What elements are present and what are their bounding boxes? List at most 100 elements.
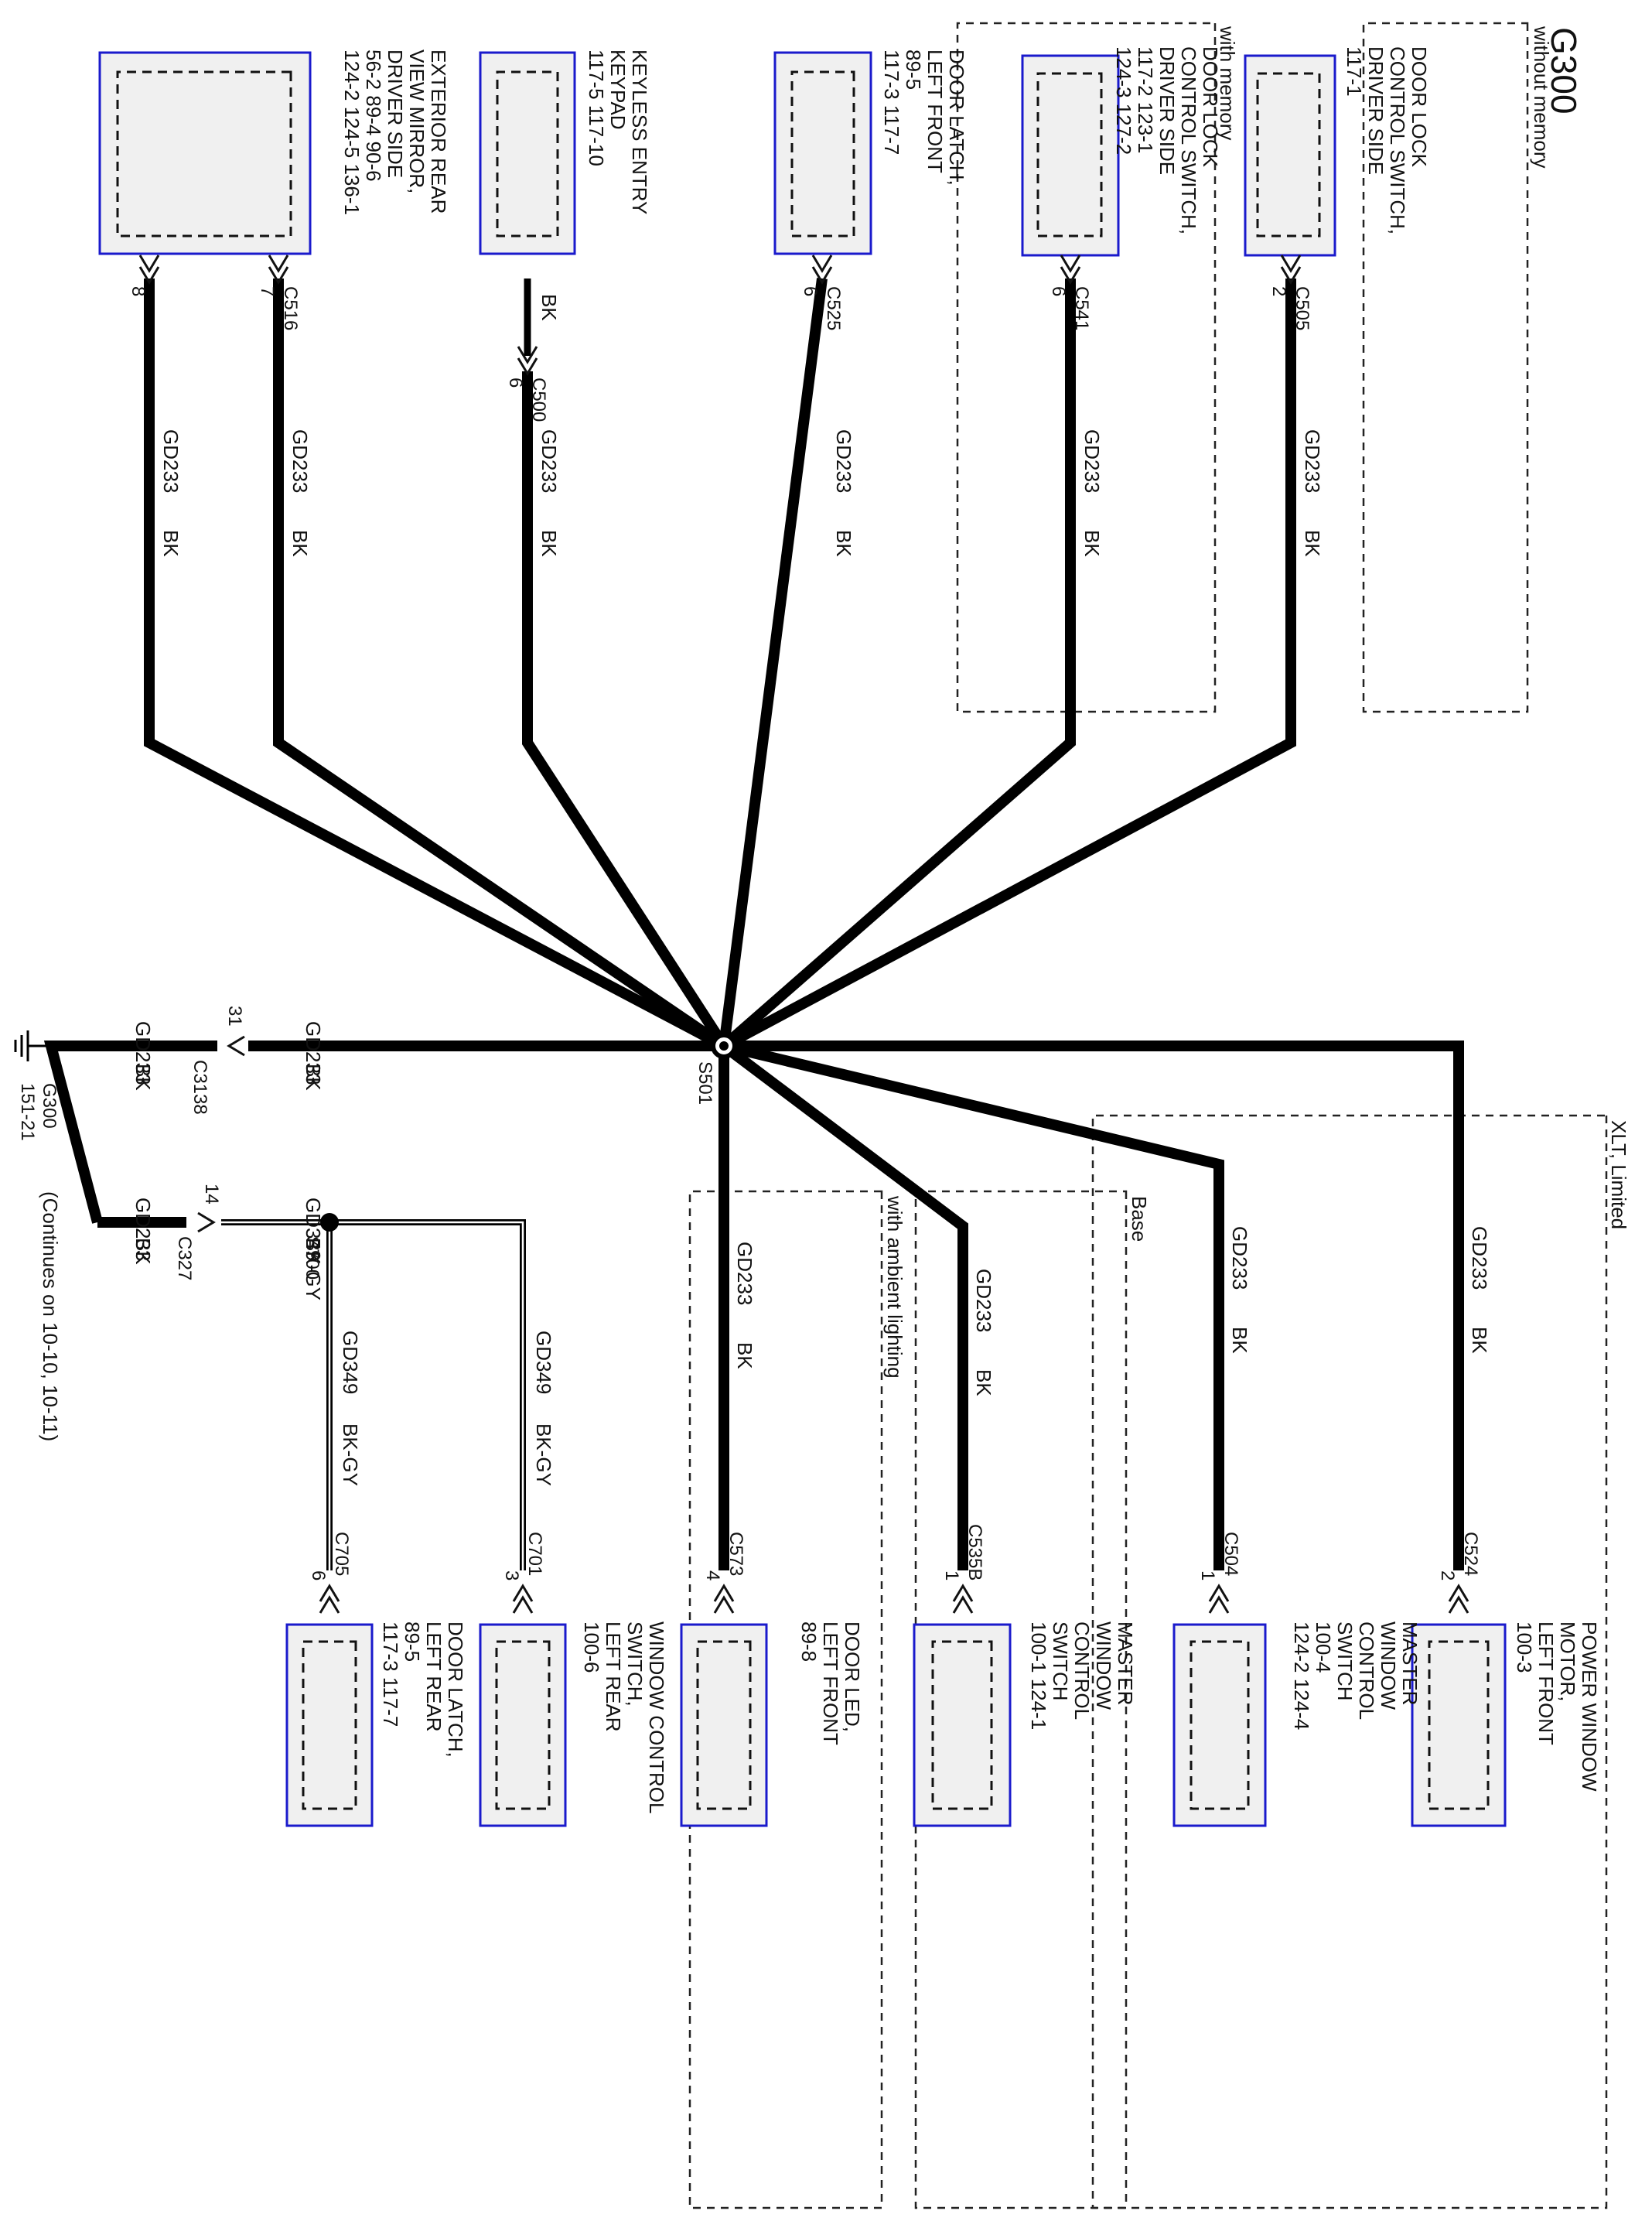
label-line: DOOR LOCK [1199,46,1222,168]
connector-c504-name: C504 [1220,1532,1241,1576]
connector-c535b-name: C535B [964,1524,985,1580]
connector-c3138-pin: 31 [224,1006,245,1027]
label-line: 89-5 [902,50,925,90]
wire-c516-7-s501 [273,278,727,1051]
connector-c504-pin: 1 [1197,1570,1218,1580]
wire-label: BK [538,530,561,557]
wire-label: GD233 [288,429,312,493]
wire-label: GD233 [131,1021,155,1085]
component-master-window-switch-xlt: MASTER WINDOW CONTROL SWITCH 100-4 124-2… [1172,1621,1422,1827]
connector-c524-name: C524 [1460,1532,1481,1576]
connector-c327-arrow [197,1211,216,1233]
group-label-without-memory: without memory [1530,26,1553,169]
label-line: SWITCH [1333,1621,1357,1701]
wire-label: BK [832,530,855,557]
wire-label: GD233 [1468,1226,1491,1290]
label-line: CONTROL [1355,1621,1378,1720]
label-line: CONTROL SWITCH, [1386,46,1409,234]
connector-c327-name: C327 [174,1236,195,1280]
label-line: LEFT FRONT [819,1621,842,1745]
wire-label: GD233 [302,1021,325,1085]
connector-c535b-arrow [952,1584,974,1614]
wire-c516-8-s501 [144,278,727,1051]
connector-arrows [138,255,1469,1614]
component-door-lock-no-memory: DOOR LOCK CONTROL SWITCH, DRIVER SIDE 11… [1244,46,1431,257]
ground-continues-note: (Continues on 10-10, 10-11) [39,1191,62,1441]
label-line: WINDOW [1092,1621,1115,1710]
wire-s501-c504 [722,1041,1224,1570]
connector-c516-pin-a: 7 [257,286,278,296]
label-line: LEFT REAR [422,1621,445,1732]
connector-c701-arrow [512,1584,534,1614]
wire-labels-lower: GD233 BK GD233 BK GD233 BK GD233 BK GD34… [131,1021,1491,1486]
connector-c705-pin: 6 [308,1570,329,1580]
label-line: WINDOW [1377,1621,1400,1710]
label-line: POWER WINDOW [1578,1621,1601,1792]
connector-c541-name: C541 [1071,286,1092,330]
label-line: 124-3 127-2 [1112,46,1135,155]
splice-s501-dot [719,1041,729,1051]
ground-name: G300 [39,1083,60,1129]
upper-wires [144,278,1296,1051]
label-line: KEYPAD [606,50,630,130]
label-line: 117-5 117-10 [585,50,608,166]
connector-c535b-pin: 1 [941,1570,962,1580]
wire-label: BK [733,1342,756,1369]
component-door-latch-left-front: DOOR LATCH, LEFT FRONT 89-5 117-3 117-7 [773,50,968,255]
label-line: 100-3 [1513,1621,1536,1673]
label-line: 124-2 124-4 [1290,1621,1313,1730]
label-line: 100-1 124-1 [1027,1621,1050,1730]
wire-labels-upper: GD233 BK GD233 BK GD233 BK BK GD233 BK G… [159,294,1324,557]
label-line: DOOR LOCK [1408,46,1431,168]
connector-c500-name: C500 [528,378,549,422]
wire-label: GD233 [972,1269,995,1332]
group-xlt-limited [1091,1114,1608,2209]
label-line: 117-2 123-1 [1134,46,1157,153]
wire-label: BK [159,530,183,557]
wire-s501-c524 [724,1041,1464,1570]
connector-c705-arrow [319,1584,340,1614]
label-line: 89-8 [797,1621,821,1662]
lower-wires [43,1041,1464,1570]
ground-g300: G300 151-21 (Continues on 10-10, 10-11) [14,1030,62,1441]
wire-label: BK [288,530,312,557]
wire-label: GD233 [1080,429,1104,493]
component-door-latch-left-rear: DOOR LATCH, LEFT REAR 89-5 117-3 117-7 [285,1621,467,1827]
wire-label: BK [1228,1327,1251,1354]
wire-s700-c701 [329,1219,526,1570]
wire-label: BK-GY [532,1423,555,1486]
wire-label: BK [302,1064,325,1091]
wire-label: BK [131,1064,155,1091]
wire-label: GD349 [532,1331,555,1394]
wire-c541-s501 [720,278,1076,1051]
component-door-lock-with-memory: DOOR LOCK CONTROL SWITCH, DRIVER SIDE 11… [1021,46,1222,257]
label-line: EXTERIOR REAR [427,50,450,214]
connector-c3138-name: C3138 [189,1060,210,1115]
component-exterior-rear-view-mirror: EXTERIOR REAR VIEW MIRROR, DRIVER SIDE 5… [98,50,450,255]
connector-c505-arrow [1280,255,1302,285]
label-line: DRIVER SIDE [1155,46,1179,175]
ground-ref: 151-21 [17,1083,38,1141]
wire-label: BK [1080,530,1104,557]
group-without-memory [1362,22,1529,713]
connector-c701-name: C701 [524,1532,545,1576]
connector-c541-arrow [1060,255,1081,285]
connector-c516-name: C516 [280,286,301,330]
connector-c500-arrow [517,346,538,376]
wire-c525-s501 [718,278,828,1047]
connector-c3138-arrow [227,1035,245,1057]
component-keyless-entry-keypad: KEYLESS ENTRY KEYPAD 117-5 117-10 [479,50,651,255]
label-line: LEFT REAR [602,1621,625,1732]
diagram-title: G300 [1544,27,1584,114]
label-line: CONTROL SWITCH, [1177,46,1200,234]
wire-c505-s501 [721,278,1296,1051]
label-line: DOOR LATCH, [945,50,968,186]
connector-c516-7-arrow [268,255,289,285]
label-line: MASTER [1114,1621,1137,1705]
group-base [914,1190,1128,2209]
wire-c500-s501 [522,371,729,1049]
connector-c705-name: C705 [331,1532,352,1576]
label-line: 100-6 [580,1621,603,1673]
label-line: MASTER [1398,1621,1422,1705]
